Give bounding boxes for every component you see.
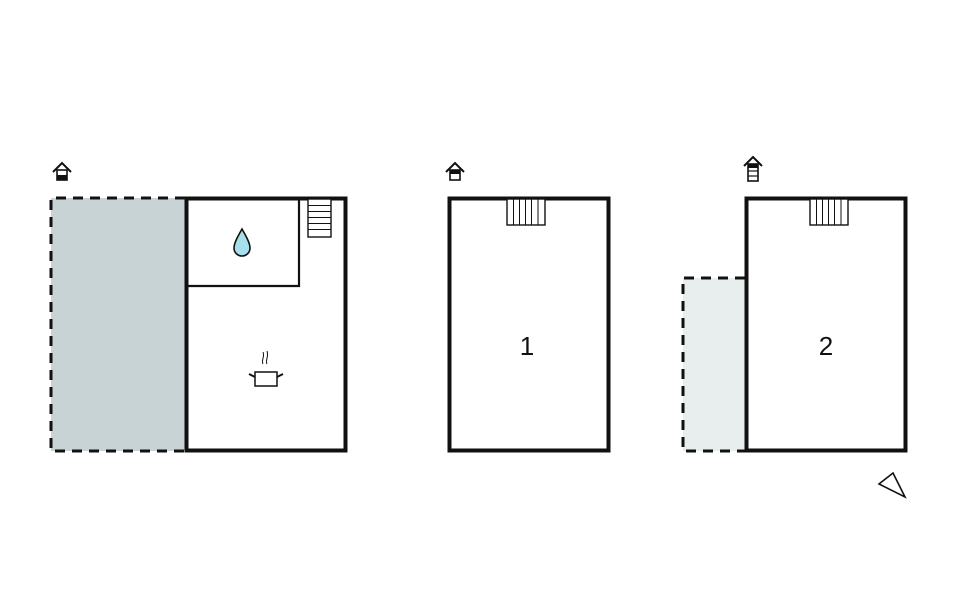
room-label-1: 1: [520, 331, 534, 361]
ground-floor-walls: [184, 196, 348, 453]
terrace-area: [51, 198, 185, 451]
stairs-icon: [809, 198, 849, 226]
stairs-icon: [307, 198, 332, 238]
second-floor-plan: 2: [681, 155, 908, 453]
second-floor-walls: [744, 196, 908, 453]
floor-first-icon: [445, 161, 465, 181]
north-arrow-icon: [877, 471, 907, 499]
ground-floor-plan: [49, 161, 348, 453]
stairs-icon: [506, 198, 546, 226]
water-drop-icon: [233, 227, 251, 257]
first-floor-plan: 1: [445, 161, 611, 453]
first-floor-walls: [447, 196, 611, 453]
room-label-2: 2: [819, 331, 833, 361]
floor-second-icon: [743, 155, 763, 182]
bathroom-wall: [188, 199, 301, 288]
cooking-pot-icon: [248, 350, 284, 387]
floor-ground-icon: [52, 161, 72, 181]
terrace-dashed-outline: [49, 196, 185, 453]
balcony-area: [683, 278, 745, 451]
